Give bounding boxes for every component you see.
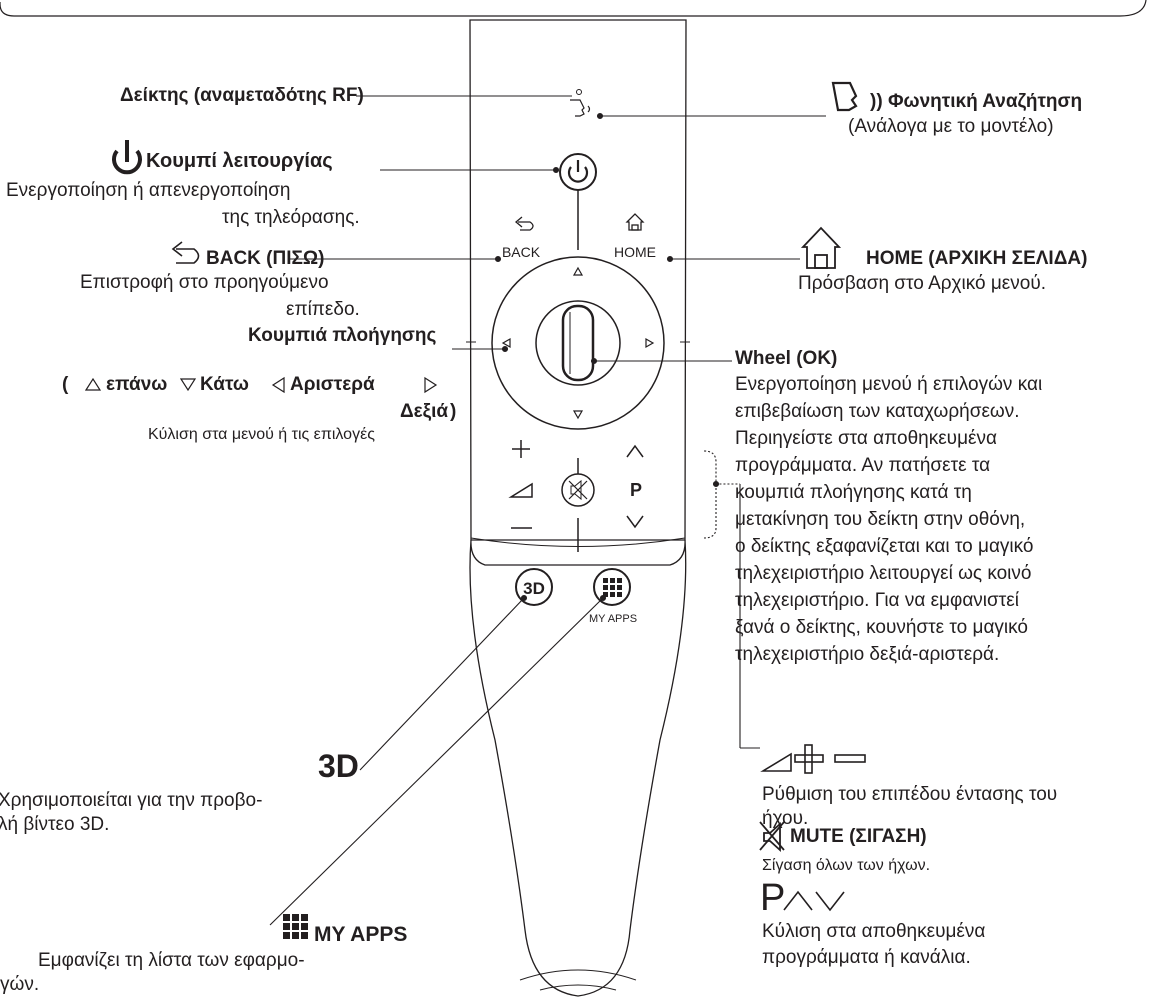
wheel-desc: Ενεργοποίηση μενού ή επιλογών και επιβεβ… bbox=[735, 374, 1043, 665]
nav-up-arrow bbox=[572, 266, 584, 276]
leader-lines bbox=[269, 95, 826, 926]
channel-desc-2: προγράμματα ή κανάλια. bbox=[762, 947, 971, 968]
nav-down-label: Κάτω bbox=[200, 374, 249, 395]
remote-back-button[interactable] bbox=[514, 216, 534, 231]
indicator-led bbox=[576, 89, 582, 95]
remote-channel-buttons[interactable] bbox=[626, 444, 644, 529]
back-desc-1: Επιστροφή στο προηγούμενο bbox=[80, 272, 329, 293]
nav-down-arrow bbox=[572, 410, 584, 420]
three-d-desc-1: Χρησιμοποιείται για την προβο- bbox=[0, 790, 263, 811]
nav-left-label: Αριστερά bbox=[290, 374, 375, 395]
back-title: BACK (ΠΙΣΩ) bbox=[206, 248, 325, 269]
channel-desc-1: Κύλιση στα αποθηκευμένα bbox=[762, 921, 986, 942]
volume-desc-1: Ρύθμιση του επιπέδου έντασης του bbox=[762, 784, 1058, 805]
remote-myapps-button[interactable] bbox=[593, 568, 631, 606]
remote-volume-buttons[interactable] bbox=[508, 440, 533, 529]
power-desc-1: Ενεργοποίηση ή απενεργοποίηση bbox=[6, 180, 291, 201]
voice-title: )) Φωνητική Αναζήτηση bbox=[870, 91, 1083, 112]
channel-p-letter: P bbox=[760, 877, 786, 919]
home-icon bbox=[800, 226, 842, 269]
remote-lower-body bbox=[469, 539, 687, 997]
nav-open-paren: ( bbox=[62, 374, 69, 395]
nav-up-label: επάνω bbox=[106, 374, 168, 395]
remote-home-button[interactable] bbox=[625, 213, 645, 231]
indicator-label: Δείκτης (αναμεταδότης RF) bbox=[120, 85, 364, 106]
nav-left-arrow bbox=[501, 337, 511, 349]
volume-icons bbox=[760, 744, 866, 774]
channel-arrow-icons bbox=[783, 890, 845, 912]
back-desc-2: επίπεδο. bbox=[286, 299, 360, 320]
three-d-desc-2: λή βίντεο 3D. bbox=[0, 814, 110, 835]
power-title: Κουμπί λειτουργίας bbox=[146, 150, 333, 172]
voice-note: (Ανάλογα με το μοντέλο) bbox=[848, 116, 1054, 137]
power-icon bbox=[112, 140, 142, 175]
remote-back-label: BACK bbox=[502, 244, 541, 260]
volume-desc-2: ήχου. bbox=[762, 808, 809, 829]
nav-legend-arrows bbox=[84, 376, 438, 394]
mute-desc: Σίγαση όλων των ήχων. bbox=[762, 857, 931, 874]
grid-apps-icon bbox=[283, 914, 308, 939]
apps-desc-1: Εμφανίζει τη λίστα των εφαρμο- bbox=[38, 950, 305, 971]
apps-desc-2: γών. bbox=[0, 974, 40, 995]
home-desc: Πρόσβαση στο Αρχικό μενού. bbox=[798, 273, 1047, 294]
wheel-title: Wheel (OK) bbox=[735, 348, 838, 369]
remote-mute-button[interactable] bbox=[561, 473, 595, 507]
remote-power-button[interactable] bbox=[559, 153, 597, 191]
remote-voice-icon bbox=[570, 99, 591, 117]
remote-home-label: HOME bbox=[614, 244, 656, 260]
apps-title: MY APPS bbox=[314, 923, 408, 946]
remote-p-label: P bbox=[630, 480, 642, 500]
nav-right-arrow bbox=[645, 337, 655, 349]
voice-search-icon bbox=[831, 81, 858, 112]
nav-right-label: Δεξιά bbox=[400, 401, 449, 422]
remote-myapps-label: MY APPS bbox=[589, 613, 637, 625]
back-arrow-icon bbox=[171, 241, 200, 264]
top-frame bbox=[0, 0, 1147, 17]
remote-wheel[interactable] bbox=[535, 300, 621, 386]
power-desc-2: της τηλεόρασης. bbox=[222, 207, 360, 228]
three-d-logo: 3D bbox=[318, 748, 359, 784]
nav-desc: Κύλιση στα μενού ή τις επιλογές bbox=[148, 426, 375, 443]
mute-icon bbox=[759, 821, 785, 853]
mute-title: MUTE (ΣΙΓΑΣΗ) bbox=[790, 826, 927, 847]
remote-3d-label: 3D bbox=[523, 579, 545, 598]
nav-title: Κουμπιά πλοήγησης bbox=[248, 325, 437, 346]
home-title: HOME (ΑΡΧΙΚΗ ΣΕΛΙΔΑ) bbox=[866, 248, 1088, 269]
nav-close-paren: ) bbox=[450, 401, 457, 422]
